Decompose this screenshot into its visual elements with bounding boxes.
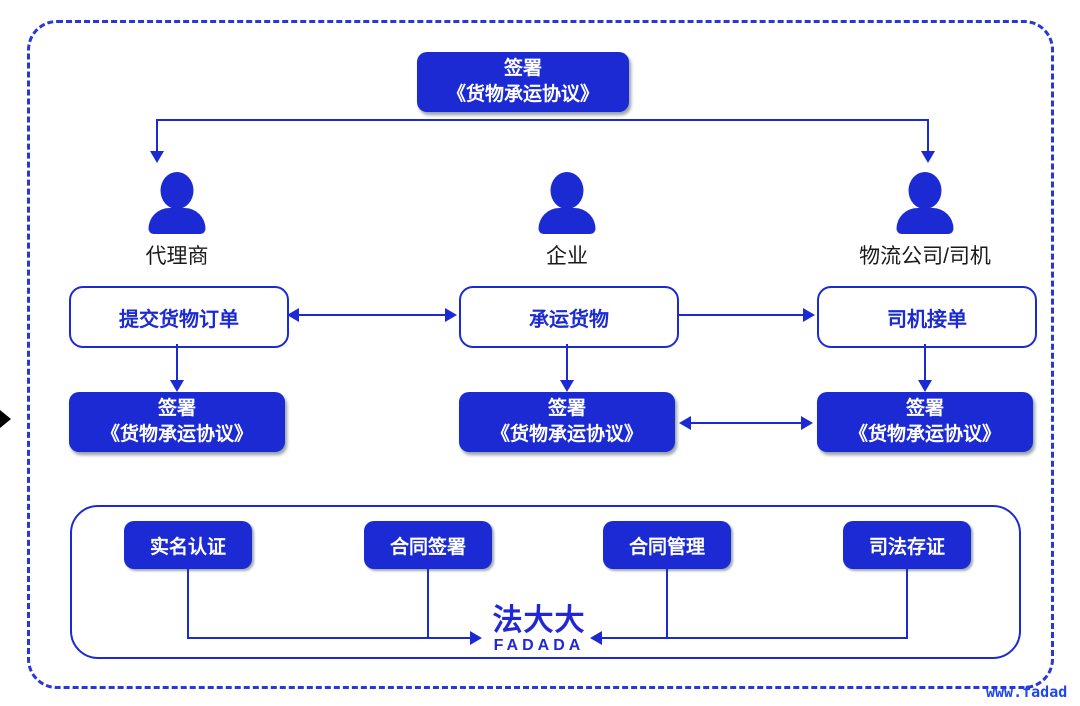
feature-box-real-name: 实名认证: [124, 521, 252, 569]
actor-label-logistics-driver: 物流公司/司机: [859, 245, 991, 268]
feature-box-contract-sign: 合同签署: [364, 521, 492, 569]
arrow-left-icon: [590, 631, 602, 645]
double-arrow-line: [297, 314, 447, 316]
arrow-down-icon: [918, 380, 932, 392]
double-arrow-line: [689, 422, 803, 424]
arrow-right-icon: [470, 631, 482, 645]
single-arrow-line: [677, 314, 803, 316]
feature-collector-line-right: [600, 637, 908, 639]
action-box-driver-accept: 司机接单: [817, 286, 1037, 348]
sign-box-enterprise: 签署 《货物承运协议》: [459, 392, 675, 452]
down-connector-agent: [176, 344, 178, 381]
person-body-icon: [148, 208, 206, 234]
top-agreement-line1: 签署: [503, 58, 542, 80]
feature-drop-line: [427, 569, 429, 639]
sign-box-line2: 《货物承运协议》: [490, 424, 643, 445]
top-agreement-line2: 《货物承运协议》: [446, 84, 599, 105]
down-connector-enterprise: [566, 344, 568, 381]
fadada-logo-chinese: 法大大: [492, 604, 586, 637]
actor-label-enterprise: 企业: [546, 245, 588, 268]
person-body-icon: [538, 208, 596, 234]
person-body-icon: [896, 208, 954, 234]
arrow-left-icon: [679, 416, 691, 430]
arrow-right-icon: [801, 416, 813, 430]
action-box-carry-goods: 承运货物: [459, 286, 679, 348]
feature-drop-line: [666, 569, 668, 639]
dashed-border-frame: [27, 20, 1054, 689]
sign-box-line2: 《货物承运协议》: [100, 424, 253, 445]
person-head-icon: [550, 172, 584, 209]
arrow-right-icon: [445, 308, 457, 322]
sign-box-driver: 签署 《货物承运协议》: [817, 392, 1033, 452]
feature-collector-line-left: [187, 637, 472, 639]
arrow-left-icon: [287, 308, 299, 322]
sign-box-line1: 签署: [905, 398, 944, 420]
top-connector-left-drop: [156, 119, 158, 152]
sign-box-agent: 签署 《货物承运协议》: [69, 392, 285, 452]
feature-box-judicial-evidence: 司法存证: [843, 521, 971, 569]
person-icon-enterprise: [537, 172, 597, 234]
person-head-icon: [908, 172, 942, 209]
arrow-down-icon: [150, 151, 164, 163]
platform-container: 实名认证 合同签署 合同管理 司法存证 法大大 FADADA: [70, 505, 1021, 659]
person-head-icon: [160, 172, 194, 209]
sign-box-line1: 签署: [547, 398, 586, 420]
person-icon-logistics-driver: [895, 172, 955, 234]
arrow-down-icon: [560, 380, 574, 392]
sign-box-line2: 《货物承运协议》: [848, 424, 1001, 445]
feature-box-contract-manage: 合同管理: [603, 521, 731, 569]
cursor-arrow-icon: [0, 410, 11, 428]
fadada-logo: 法大大 FADADA: [459, 604, 619, 655]
sign-box-line1: 签署: [157, 398, 196, 420]
person-icon-agent: [147, 172, 207, 234]
down-connector-driver: [924, 344, 926, 381]
top-connector-right-drop: [927, 119, 929, 152]
actor-label-agent: 代理商: [145, 245, 209, 268]
arrow-right-icon: [803, 308, 815, 322]
feature-drop-line: [906, 569, 908, 639]
website-url: www.fadad: [986, 683, 1068, 701]
fadada-logo-latin: FADADA: [493, 637, 585, 654]
top-agreement-box: 签署 《货物承运协议》: [417, 52, 629, 112]
arrow-down-icon: [170, 380, 184, 392]
action-box-submit-order: 提交货物订单: [69, 286, 289, 348]
arrow-down-icon: [921, 151, 935, 163]
feature-drop-line: [187, 569, 189, 639]
top-connector-line: [157, 119, 928, 121]
